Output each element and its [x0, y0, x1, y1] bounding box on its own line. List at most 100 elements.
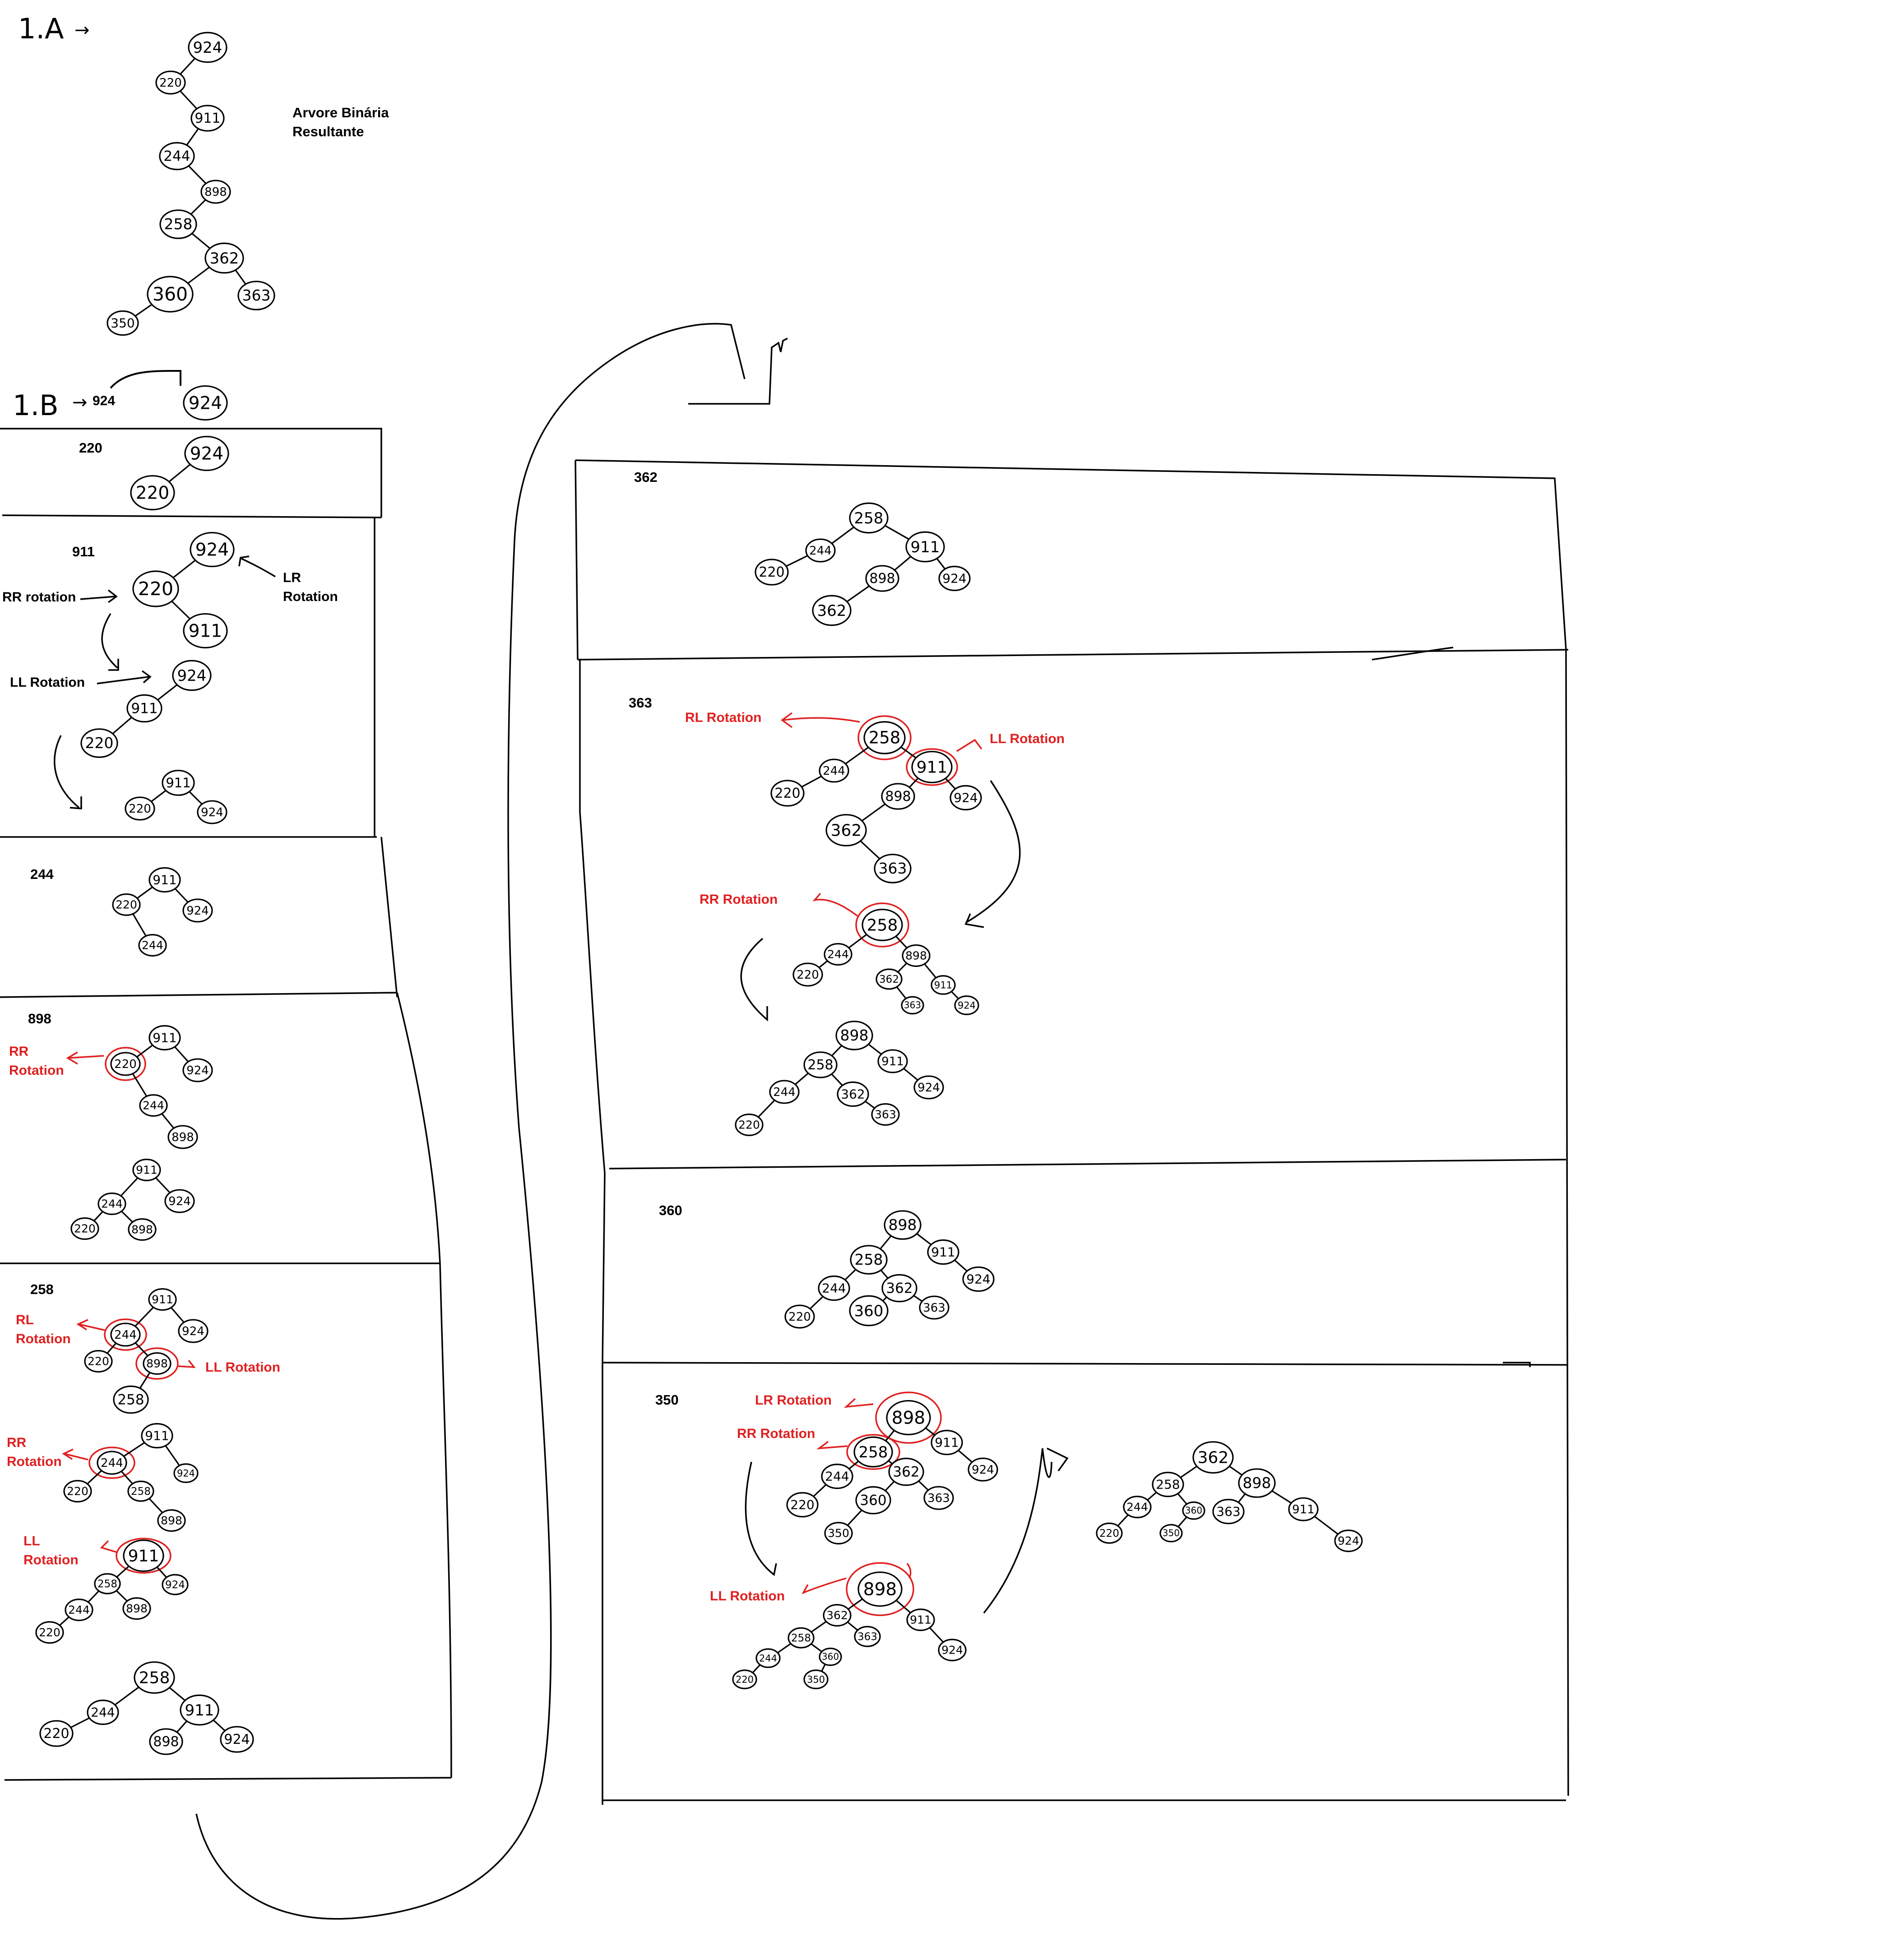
tree-node: 924 [178, 1319, 208, 1343]
tree-node: 898 [167, 1125, 198, 1149]
node-value: 924 [1338, 1534, 1359, 1547]
tree-node: 244 [97, 1451, 127, 1475]
node-value: 360 [854, 1302, 884, 1320]
node-circle [173, 1463, 199, 1483]
step-label-898: 898 [28, 1011, 51, 1026]
step-label-911: 911 [72, 544, 95, 559]
tree-node: 924 [173, 1463, 199, 1483]
red-ll-label-350: LL Rotation [710, 1589, 785, 1604]
node-circle [854, 1626, 881, 1647]
node-value: 924 [186, 1064, 209, 1077]
node-value: 924 [201, 806, 223, 819]
node-circle [954, 995, 979, 1015]
tree-node: 220 [35, 1621, 64, 1644]
tree-node: 220 [784, 1304, 815, 1329]
tree-edge [914, 1231, 934, 1247]
node-circle [188, 32, 227, 63]
tree-node: 244 [755, 1648, 781, 1668]
node-value: 220 [88, 1354, 109, 1368]
tree-node: 898 [865, 565, 899, 592]
tree-edge [866, 1042, 884, 1056]
node-circle [1192, 1441, 1234, 1474]
node-value: 258 [791, 1632, 811, 1644]
tree-node: 220 [1096, 1522, 1123, 1544]
node-value: 362 [831, 821, 862, 840]
node-circle [182, 1058, 213, 1082]
red-arrows [62, 712, 982, 1595]
tree-node: 360 [147, 276, 194, 313]
node-circle [112, 893, 141, 916]
tree-node: 898 [149, 1728, 183, 1755]
tree-edge [882, 523, 912, 541]
red-rr-label-line1-898: RR [9, 1044, 29, 1059]
node-circle [862, 909, 903, 941]
node-value: 360 [822, 1651, 839, 1662]
node-value: 911 [145, 1428, 169, 1443]
node-circle [923, 1486, 954, 1510]
node-value: 924 [954, 790, 978, 805]
node-value: 258 [869, 728, 901, 748]
tree-edge [121, 1440, 147, 1458]
tree-edge [1269, 1488, 1294, 1505]
tree-node: 363 [1212, 1498, 1245, 1525]
flow-connector-arrowhead [688, 337, 788, 405]
node-value: 363 [1216, 1504, 1240, 1519]
black-arrows [54, 555, 276, 809]
tree-node: 911 [148, 1025, 181, 1051]
node-circle [877, 1049, 908, 1073]
node-circle [919, 1295, 950, 1320]
node-value: 911 [128, 1547, 159, 1565]
node-value: 244 [68, 1603, 90, 1616]
node-circle [819, 758, 849, 783]
tree-edge [138, 1371, 152, 1391]
right-column-frames [574, 459, 1569, 1805]
tree-edge [169, 1306, 186, 1324]
tree-node: 898 [1238, 1468, 1276, 1498]
part-a-arrow: → [74, 20, 90, 41]
node-value: 220 [136, 483, 169, 503]
node-circle [818, 1275, 850, 1301]
node-value: 898 [146, 1357, 168, 1370]
tree-edge [175, 1719, 189, 1734]
node-value: 911 [1292, 1503, 1315, 1516]
tree-node: 220 [155, 70, 186, 95]
tree-edge [895, 985, 908, 1000]
node-circle [63, 1480, 92, 1503]
node-value: 363 [242, 287, 271, 304]
node-value: 244 [1126, 1500, 1148, 1513]
node-circle [172, 660, 212, 691]
node-value: 898 [126, 1602, 148, 1615]
node-circle [931, 1429, 963, 1456]
tree-node: 244 [138, 934, 167, 957]
node-circle [865, 565, 899, 592]
node-circle [788, 1627, 815, 1649]
tree-edge [164, 1443, 181, 1467]
tree-edge [149, 788, 168, 804]
caption-line-1: Arvore Binária [292, 105, 389, 120]
node-circle [835, 1021, 873, 1050]
tree-node: 350 [803, 1669, 829, 1689]
node-value: 258 [97, 1578, 117, 1590]
node-circle [127, 1480, 154, 1502]
node-circle [197, 800, 227, 824]
tree-node: 244 [769, 1080, 800, 1104]
tree-edge [112, 1685, 142, 1707]
tree-node: 244 [139, 1094, 168, 1117]
node-value: 258 [855, 1251, 883, 1268]
node-circle [87, 1699, 119, 1725]
red-ll-label-258: LL Rotation [205, 1360, 280, 1375]
node-value: 350 [828, 1526, 849, 1539]
tree-node: 220 [792, 962, 823, 987]
tree-node: 911 [905, 531, 945, 563]
tree-node: 258 [127, 1480, 154, 1502]
node-value: 244 [101, 1456, 123, 1470]
node-circle [1334, 1530, 1363, 1553]
node-circle [80, 728, 118, 758]
red-ll-label-line1-258: LL [23, 1534, 40, 1549]
node-value: 258 [164, 215, 193, 233]
